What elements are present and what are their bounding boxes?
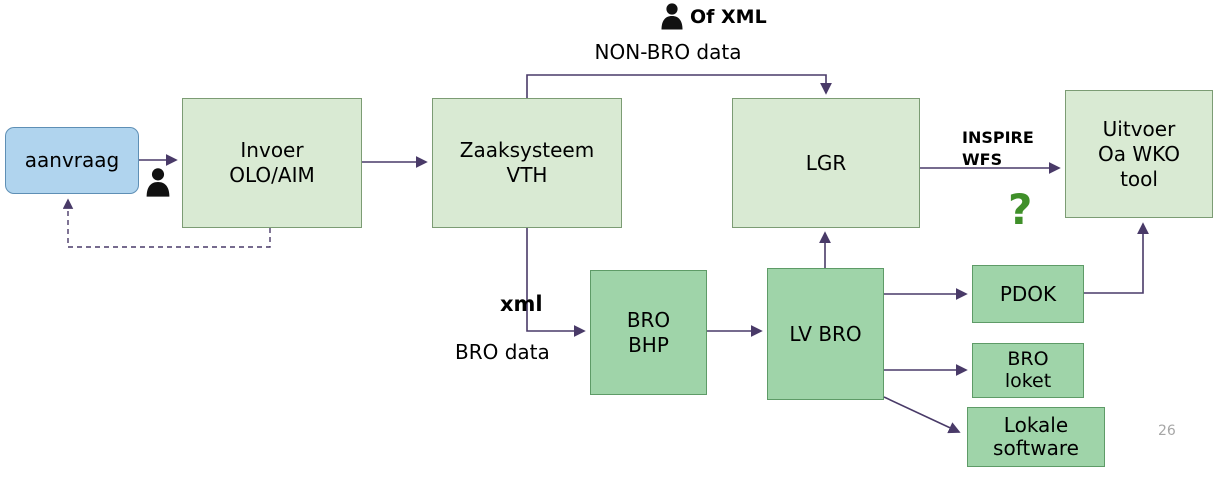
node-lgr: LGR bbox=[732, 98, 920, 228]
person-icon bbox=[145, 167, 171, 198]
node-lokale-software: Lokale software bbox=[967, 407, 1105, 467]
arrow-pdok-to-uitvoer bbox=[1084, 222, 1149, 294]
xml-label: xml bbox=[500, 292, 543, 316]
bro-data-label: BRO data bbox=[455, 340, 550, 364]
question-mark-label: ? bbox=[1008, 185, 1033, 234]
arrow-lv-bro-to-lokale-software bbox=[883, 396, 961, 434]
page-number: 26 bbox=[1158, 423, 1176, 439]
non-bro-data-label: NON-BRO data bbox=[594, 40, 742, 64]
node-bro-bhp: BRO BHP bbox=[590, 270, 707, 395]
node-aanvraag: aanvraag bbox=[5, 127, 139, 194]
of-xml-label: Of XML bbox=[690, 6, 767, 28]
node-zaaksysteem-vth: Zaaksysteem VTH bbox=[432, 98, 622, 228]
person-icon bbox=[660, 3, 684, 30]
node-pdok: PDOK bbox=[972, 265, 1084, 323]
node-lv-bro: LV BRO bbox=[767, 268, 884, 400]
arrow-zaaksysteem-to-lgr bbox=[526, 74, 832, 98]
node-uitvoer-wko: Uitvoer Oa WKO tool bbox=[1065, 90, 1213, 218]
node-bro-loket: BRO loket bbox=[972, 343, 1084, 398]
node-invoer-olo-aim: Invoer OLO/AIM bbox=[182, 98, 362, 228]
inspire-wfs-label: INSPIRE WFS bbox=[962, 128, 1034, 169]
